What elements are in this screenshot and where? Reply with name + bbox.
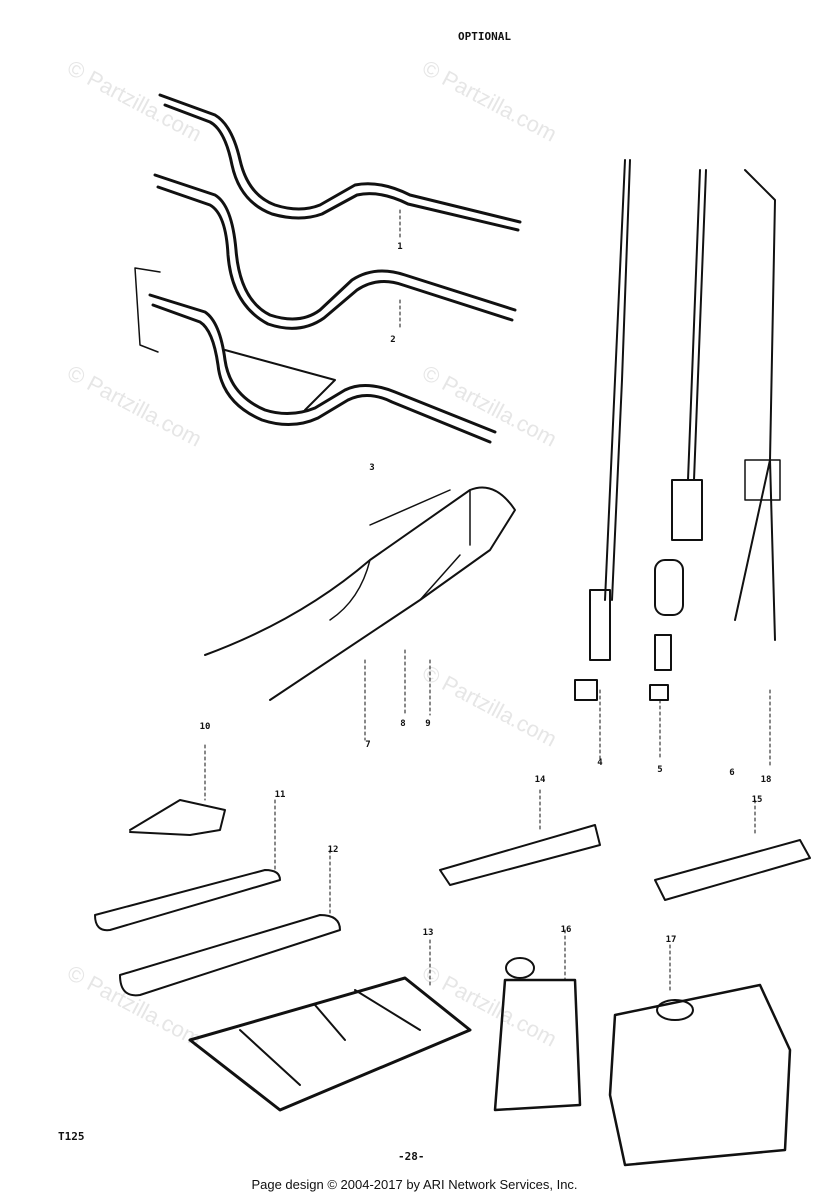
part-12 [119, 914, 341, 997]
part-5 [687, 169, 707, 481]
callout-17: 17 [665, 935, 677, 945]
callout-10: 10 [199, 722, 211, 732]
part-16 [493, 978, 582, 1112]
page-title: OPTIONAL [458, 30, 511, 43]
model-code: T125 [58, 1130, 85, 1143]
part-17 [608, 983, 792, 1167]
part-4 [604, 159, 631, 601]
part-14 [439, 824, 601, 886]
callout-2: 2 [390, 335, 396, 345]
handlebar-2 [153, 173, 517, 321]
part-11 [94, 869, 281, 932]
callout-16: 16 [560, 925, 572, 935]
callout-5: 5 [657, 765, 663, 775]
callout-9: 9 [425, 719, 431, 729]
callout-8: 8 [400, 719, 406, 729]
copyright-footer: Page design © 2004-2017 by ARI Network S… [251, 1177, 578, 1192]
callout-6: 6 [729, 768, 735, 778]
callout-4: 4 [597, 758, 603, 768]
callout-12: 12 [327, 845, 339, 855]
rear-carrier [204, 486, 516, 701]
callout-1: 1 [397, 242, 403, 252]
callout-13: 13 [422, 928, 434, 938]
callout-14: 14 [534, 775, 546, 785]
callout-3: 3 [369, 463, 375, 473]
callout-11: 11 [274, 790, 286, 800]
handlebar-1 [158, 93, 522, 224]
callout-15: 15 [751, 795, 763, 805]
part-10 [129, 799, 226, 836]
callout-18: 18 [760, 775, 772, 785]
handlebar-3 [148, 293, 497, 434]
page-number: -28- [398, 1150, 425, 1163]
callout-7: 7 [365, 740, 371, 750]
part-15 [654, 839, 811, 901]
part-6 [734, 169, 776, 641]
part-13 [188, 976, 472, 1112]
